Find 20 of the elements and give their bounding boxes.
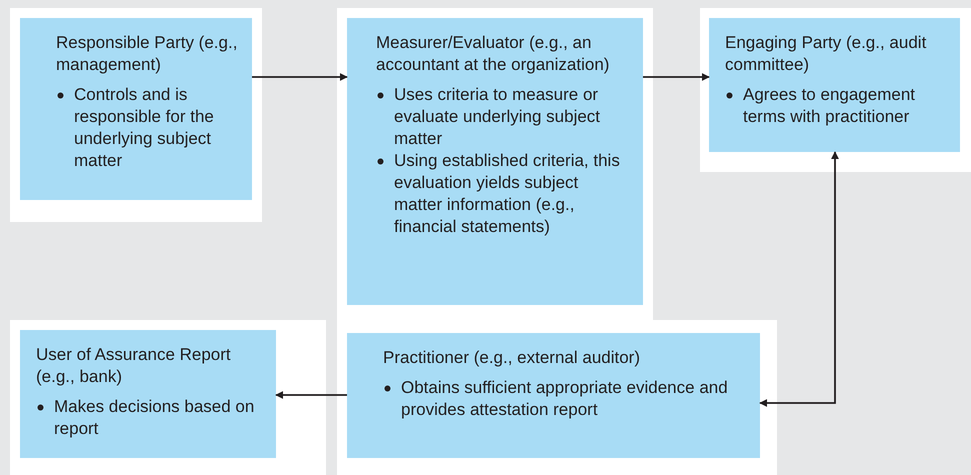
role-heading: Practitioner (e.g., external auditor) <box>383 347 642 369</box>
bullet-text: Agrees to engagement terms with practitioner <box>743 84 916 128</box>
role-heading: User of Assurance Report (e.g., bank) <box>36 344 232 388</box>
arrow <box>759 151 839 407</box>
arrow <box>275 391 347 399</box>
bullet-text: Makes decisions based on report <box>54 396 256 440</box>
role-box <box>20 18 252 200</box>
arrow <box>252 73 348 81</box>
role-box <box>709 18 960 152</box>
role-box <box>20 330 276 458</box>
bullet-text: Uses criteria to measure or evaluate underlying subject matter <box>394 84 602 150</box>
role-heading: Engaging Party (e.g., audit committee) <box>725 32 928 76</box>
role-heading: Responsible Party (e.g., management) <box>56 32 238 76</box>
arrow <box>643 73 710 81</box>
role-box <box>347 333 760 458</box>
role-box <box>347 18 643 305</box>
bullet-text: Using established criteria, this evaluation yields subject matter information (e.g., financial statements) <box>394 150 621 238</box>
role-heading: Measurer/Evaluator (e.g., an accountant at the organization) <box>376 32 610 76</box>
bullet-text: Controls and is responsible for the underlying subject matter <box>74 84 215 172</box>
bullet-text: Obtains sufficient appropriate evidence and provides attestation report <box>401 377 729 421</box>
